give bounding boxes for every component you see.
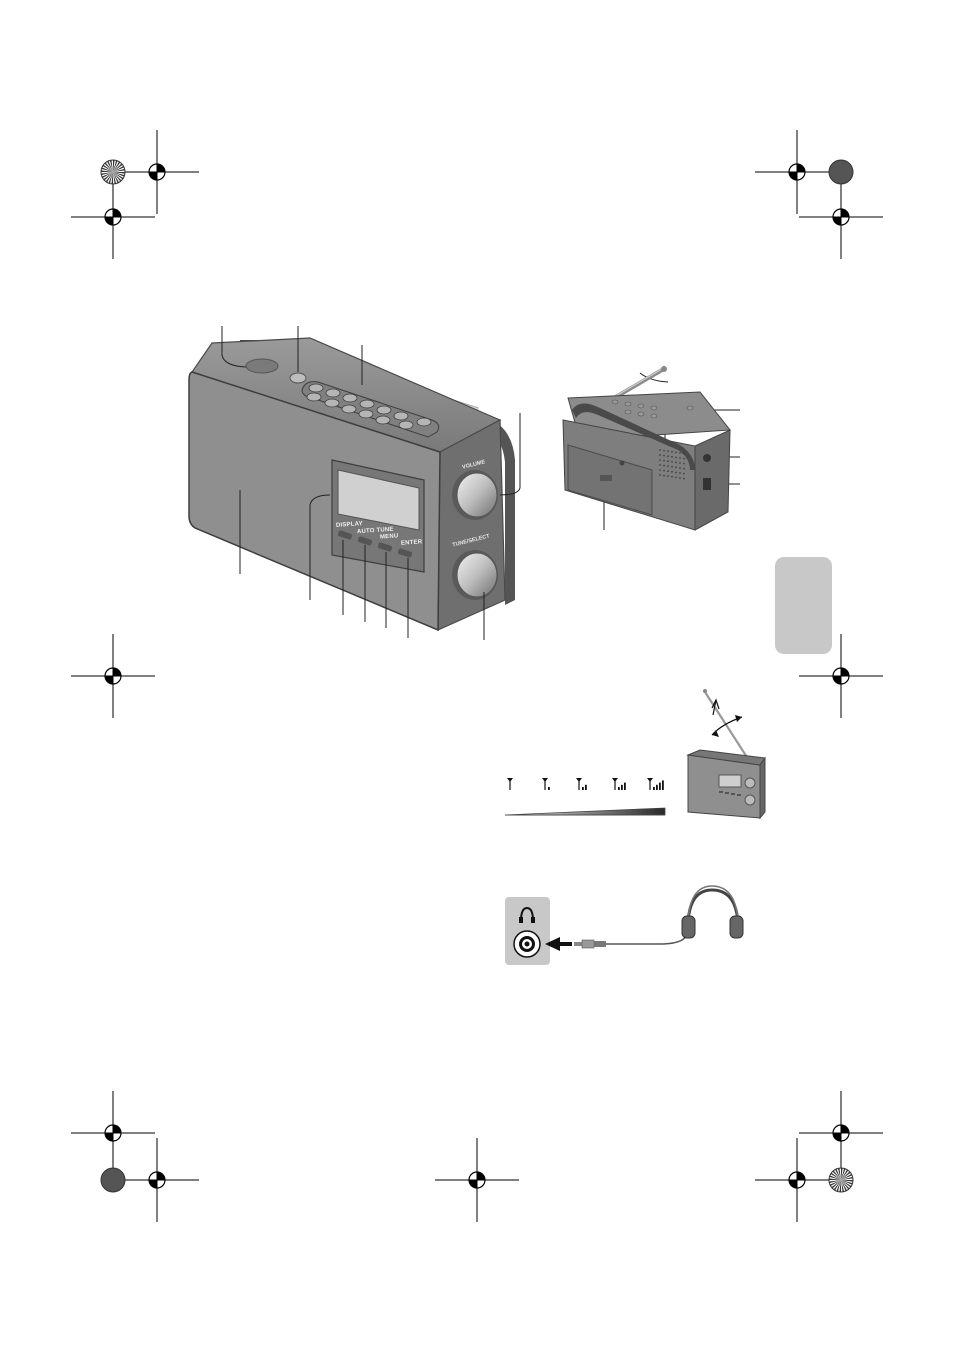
headphone-jack-icon[interactable]: [514, 931, 540, 957]
